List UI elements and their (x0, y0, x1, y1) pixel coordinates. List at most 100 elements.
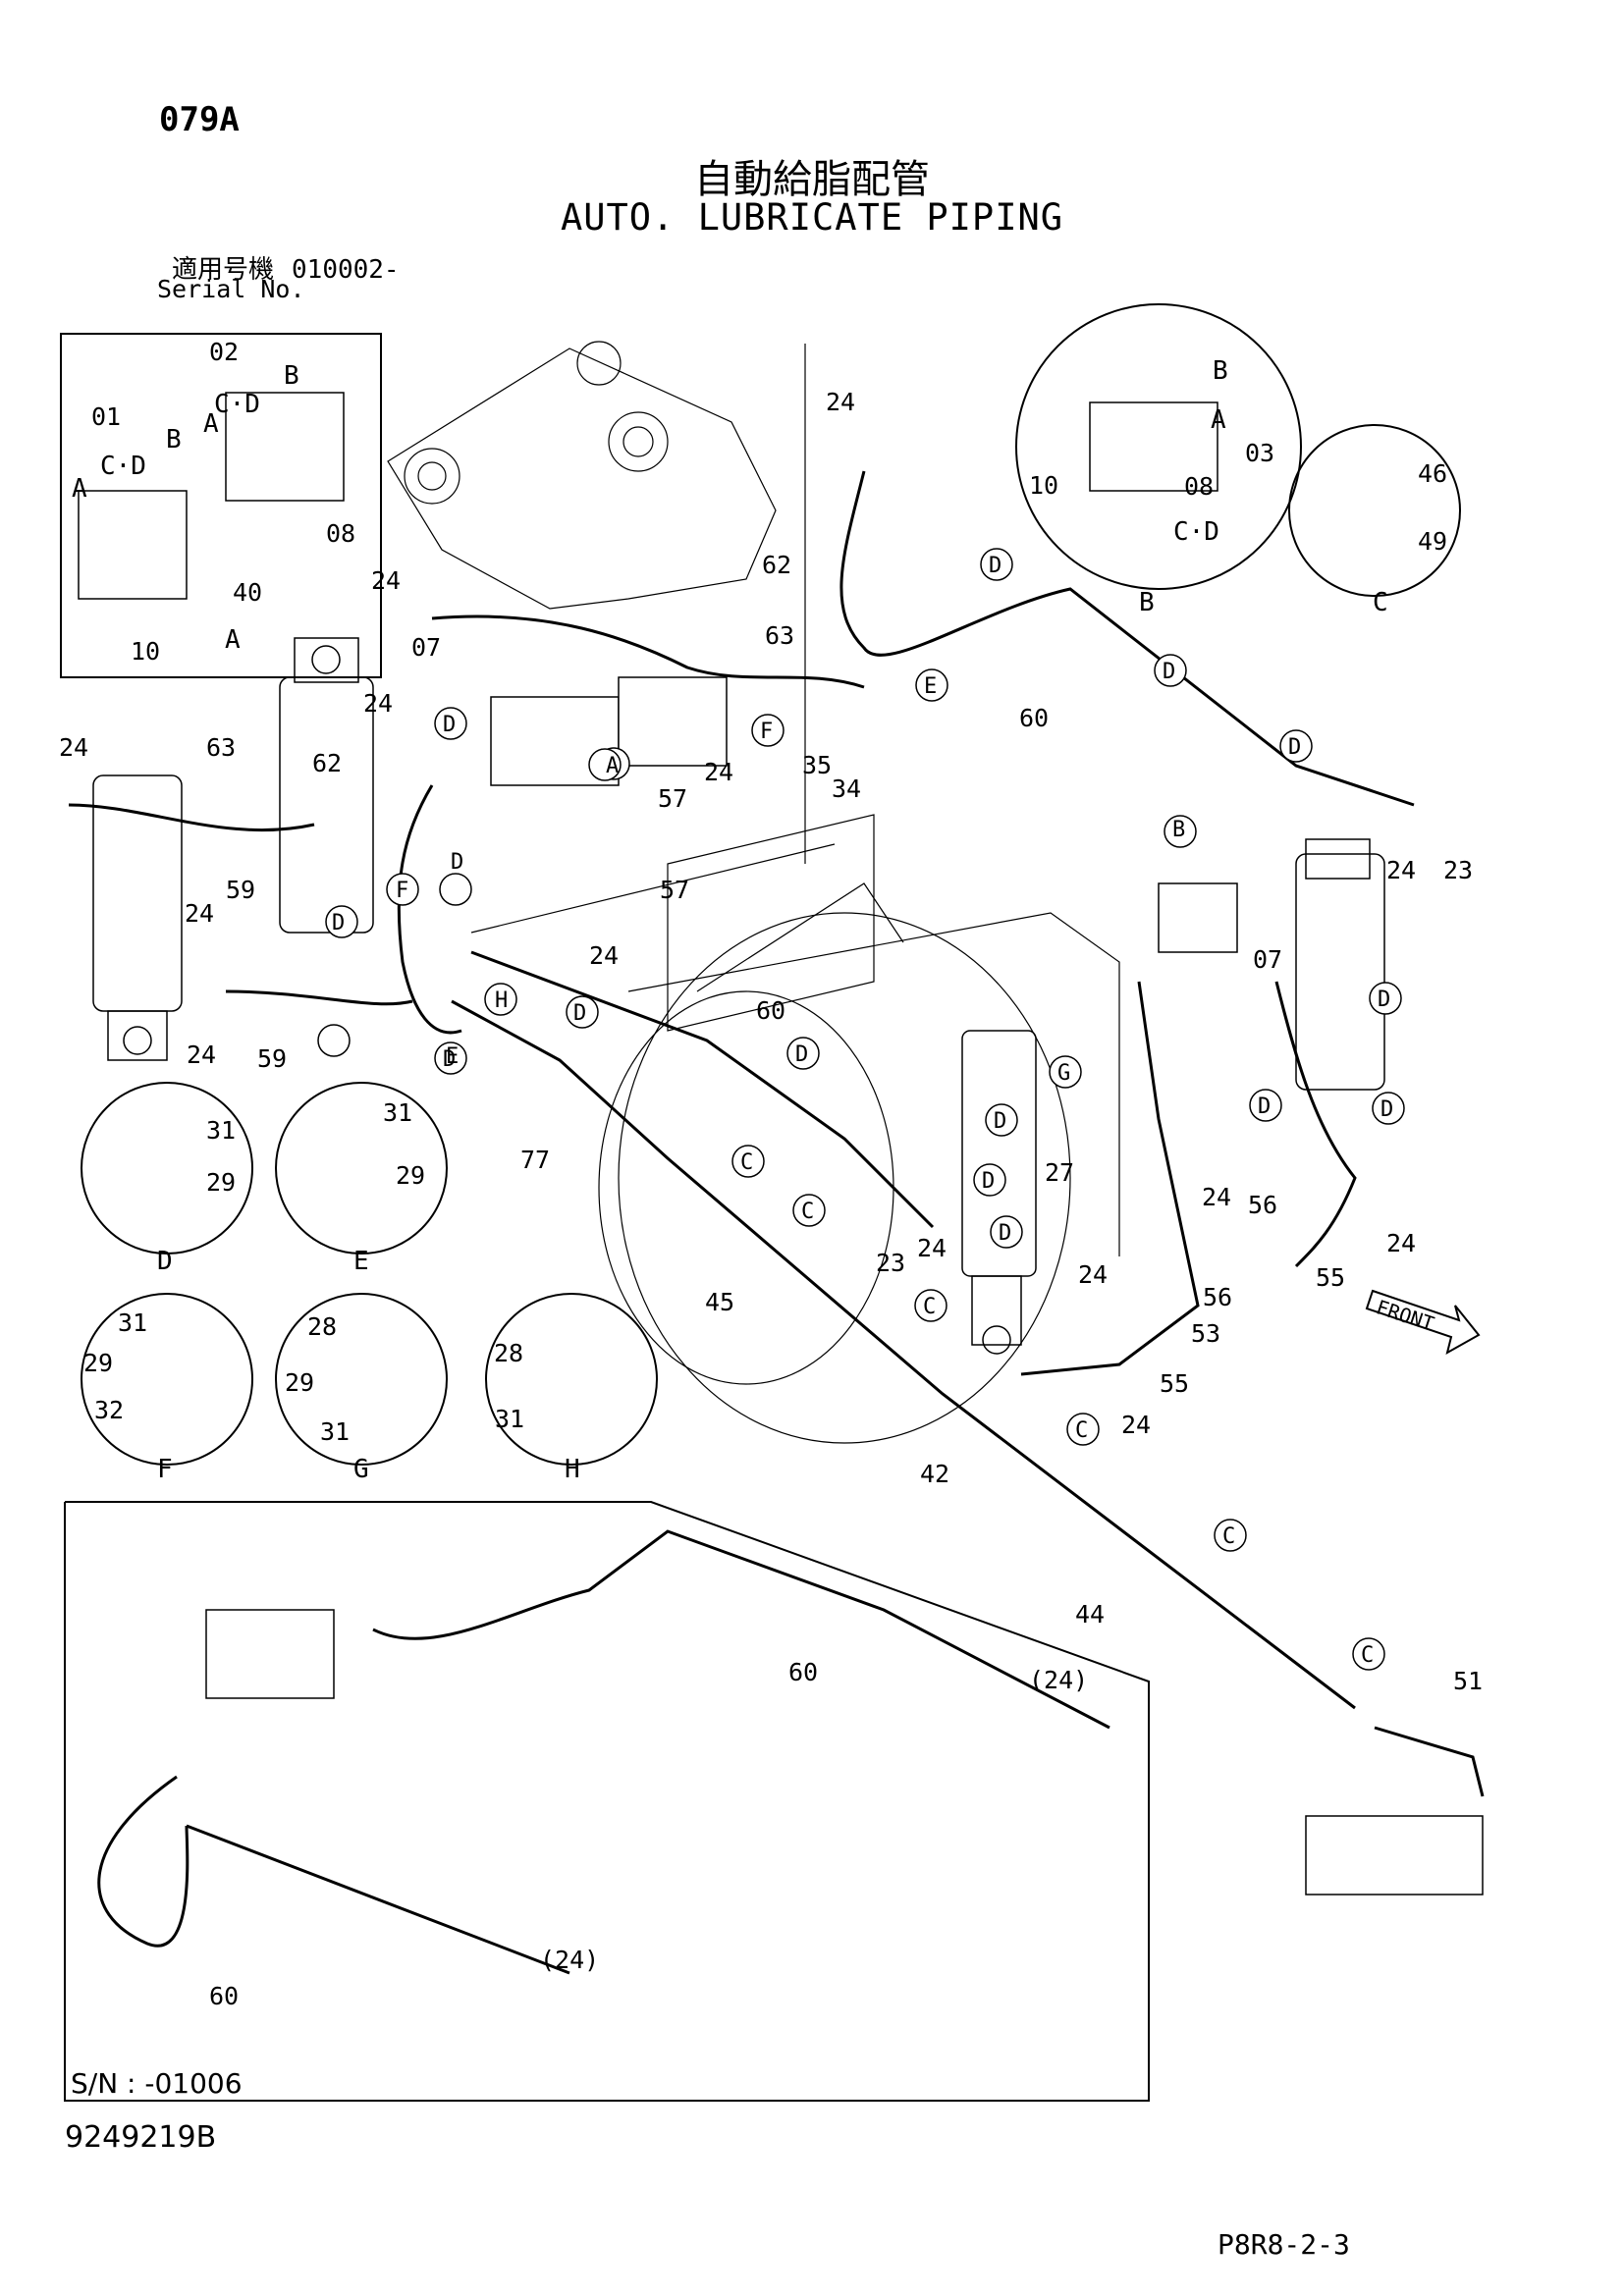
label-cd-3: C·D (1173, 517, 1219, 547)
detail-circle-b (1015, 303, 1302, 590)
label-b-4: B (1139, 588, 1155, 617)
part-63-b: 63 (206, 733, 236, 762)
part-34: 34 (832, 774, 861, 803)
label-a-pos2: A (203, 409, 219, 439)
label-c-circle: C (1373, 588, 1388, 617)
label-c-6: C (1361, 1643, 1374, 1668)
part-31-e: 31 (495, 1405, 524, 1433)
label-e-circle: E (353, 1247, 369, 1276)
part-57-a: 57 (658, 784, 687, 813)
page-code: 079A (159, 100, 240, 139)
serial-number-range: S/N : -01006 (71, 2067, 243, 2100)
part-28-b: 28 (494, 1339, 523, 1367)
detail-circle-c (1288, 424, 1461, 597)
distributor-blocks (78, 392, 1484, 1896)
drawing-frames (60, 303, 1461, 2102)
part-24-e: 24 (704, 758, 733, 786)
part-29-a: 29 (206, 1168, 236, 1197)
part-32: 32 (94, 1396, 124, 1424)
label-f-circle: F (157, 1455, 173, 1484)
part-24-a: 24 (826, 388, 855, 416)
label-d-3: D (1288, 735, 1301, 760)
part-42: 42 (920, 1460, 949, 1488)
label-h-1: H (495, 988, 508, 1013)
label-b-3: B (1213, 356, 1228, 386)
front-arrow: FRONT (1365, 1289, 1481, 1356)
part-59-a: 59 (226, 876, 255, 904)
label-e-2: E (446, 1044, 459, 1069)
part-77: 77 (520, 1146, 550, 1174)
part-24-g: 24 (589, 941, 619, 970)
label-d-6: D (443, 1047, 456, 1072)
part-24-i: 24 (1386, 856, 1416, 884)
part-24-f: 24 (185, 899, 214, 928)
label-c-4: C (1075, 1418, 1088, 1443)
part-24-d: 24 (59, 733, 88, 762)
part-02: 02 (209, 338, 239, 366)
part-10-a: 10 (131, 637, 160, 666)
part-57-b: 57 (660, 876, 689, 904)
part-59-b: 59 (257, 1044, 287, 1073)
detail-circle-d (81, 1082, 253, 1255)
label-d-2: D (1163, 660, 1175, 684)
label-d-11: D (1258, 1095, 1271, 1119)
part-24-k: 24 (1386, 1229, 1416, 1257)
label-a-3: A (1211, 405, 1226, 435)
part-51: 51 (1453, 1667, 1483, 1695)
page-title: AUTO. LUBRICATE PIPING (560, 196, 1064, 239)
serial-label-jp-text: 適用号機 (172, 255, 275, 285)
cylinders (92, 637, 1385, 1355)
part-24-paren-a: (24) (1029, 1666, 1088, 1694)
label-d-circle: D (157, 1247, 173, 1276)
label-c-5: C (1222, 1524, 1235, 1549)
part-24-l: 24 (917, 1234, 947, 1262)
part-03: 03 (1245, 439, 1274, 467)
part-31-b: 31 (383, 1098, 412, 1127)
view-letter-labels: A A A A C·D C·D C·D B B B B B A C D E F … (72, 356, 1393, 1668)
part-62-b: 62 (312, 749, 342, 777)
label-b-1: B (166, 425, 182, 454)
part-23-b: 23 (876, 1249, 905, 1277)
part-40: 40 (233, 578, 262, 607)
part-29-c: 29 (83, 1349, 113, 1377)
part-24-h: 24 (187, 1041, 216, 1069)
part-56-b: 56 (1203, 1283, 1232, 1311)
detail-box-a (60, 333, 382, 678)
label-d-10: D (1380, 1097, 1393, 1122)
view-callouts (317, 548, 1405, 1671)
label-a-pos1: A (72, 474, 87, 504)
label-d-8: D (795, 1042, 808, 1067)
part-60-c: 60 (788, 1658, 818, 1686)
part-29-d: 29 (285, 1368, 314, 1397)
part-28-a: 28 (307, 1312, 337, 1341)
page-title-japanese: 自動給脂配管 (694, 157, 930, 202)
label-c-2: C (801, 1200, 814, 1224)
part-46: 46 (1418, 459, 1447, 488)
label-d-1: D (989, 554, 1001, 578)
part-56-a: 56 (1248, 1191, 1277, 1219)
part-08-a: 08 (326, 519, 355, 548)
label-e-1: E (924, 674, 937, 699)
part-62-a: 62 (762, 551, 791, 579)
inset-frame (64, 1501, 1150, 2102)
label-cd-1: C·D (100, 452, 146, 481)
part-60-a: 60 (1019, 704, 1049, 732)
label-d-15: D (451, 850, 463, 875)
part-24-n: 24 (1121, 1411, 1151, 1439)
label-cd-2: C·D (214, 390, 260, 419)
detail-circle-f (81, 1293, 253, 1466)
label-d-9: D (1378, 988, 1390, 1012)
part-63-a: 63 (765, 621, 794, 650)
part-55-b: 55 (1160, 1369, 1189, 1398)
part-45: 45 (705, 1288, 734, 1316)
label-d-5: D (332, 911, 345, 935)
label-d-4: D (443, 713, 456, 737)
label-d-14: D (999, 1221, 1011, 1246)
drawing-number: 9249219B (65, 2120, 217, 2155)
serial-label: Serial No. (157, 275, 305, 303)
detail-circle-e (275, 1082, 448, 1255)
part-31-d: 31 (320, 1417, 350, 1446)
label-g-1: G (1057, 1061, 1070, 1086)
label-d-12: D (994, 1109, 1006, 1134)
